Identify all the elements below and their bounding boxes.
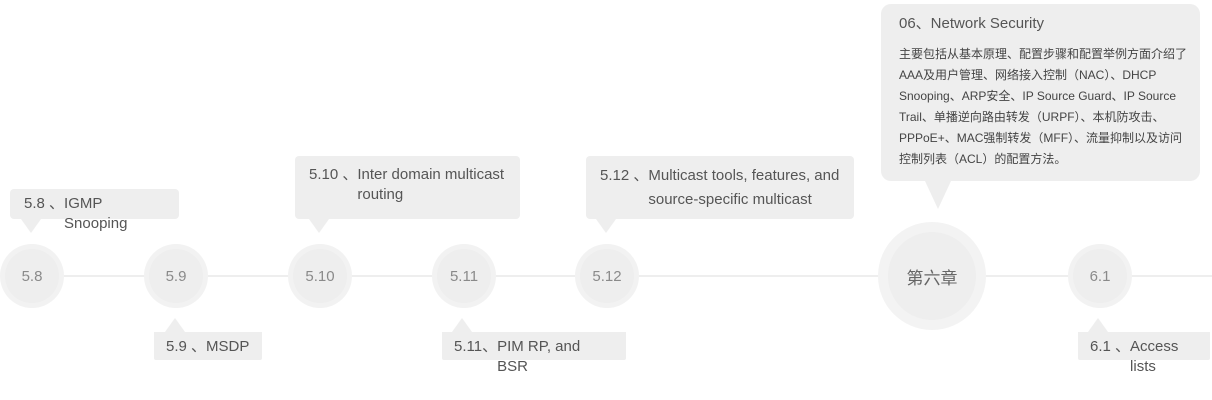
node-5-10-label: 5.10 xyxy=(293,249,347,303)
node-5-8[interactable]: 5.8 xyxy=(0,244,64,308)
label-5-10-num: 5.10 、 xyxy=(309,166,358,183)
label-card-5-12[interactable]: 5.12 、Multicast tools, features, and sou… xyxy=(586,156,854,219)
label-5-11-text: PIM RP, and BSR xyxy=(497,338,581,375)
node-5-8-label: 5.8 xyxy=(5,249,59,303)
label-5-12-text: Multicast tools, features, and source-sp… xyxy=(648,167,840,208)
node-5-11[interactable]: 5.11 xyxy=(432,244,496,308)
label-card-5-8[interactable]: 5.8 、IGMP Snooping xyxy=(10,189,179,232)
label-5-9-num: 5.9 、 xyxy=(166,338,207,355)
pointer-5-10 xyxy=(309,219,329,233)
label-card-5-11[interactable]: 5.11、PIM RP, and BSR xyxy=(442,332,626,375)
node-5-9-label: 5.9 xyxy=(149,249,203,303)
pointer-5-9 xyxy=(165,318,185,332)
node-chapter-6[interactable]: 第六章 xyxy=(878,222,986,330)
label-card-5-10[interactable]: 5.10 、Inter domain multicast routing xyxy=(295,156,520,219)
node-5-12-label: 5.12 xyxy=(580,249,634,303)
pointer-6-1 xyxy=(1088,318,1108,332)
label-5-8-num: 5.8 、 xyxy=(24,195,65,212)
pointer-5-8 xyxy=(21,219,41,233)
label-6-1-text: Access lists xyxy=(1130,338,1179,375)
chapter-6-title: 06、Network Security xyxy=(899,15,1045,32)
node-5-11-label: 5.11 xyxy=(437,249,491,303)
node-5-12[interactable]: 5.12 xyxy=(575,244,639,308)
node-5-9[interactable]: 5.9 xyxy=(144,244,208,308)
label-card-5-9[interactable]: 5.9 、MSDP xyxy=(154,332,262,360)
pointer-chapter-6 xyxy=(925,181,951,209)
node-6-1[interactable]: 6.1 xyxy=(1068,244,1132,308)
label-5-10-text: Inter domain multicast routing xyxy=(357,166,505,203)
chapter-6-card[interactable]: 06、Network Security 主要包括从基本原理、配置步骤和配置举例方… xyxy=(881,4,1200,181)
chapter-6-description: 主要包括从基本原理、配置步骤和配置举例方面介绍了AAA及用户管理、网络接入控制（… xyxy=(899,47,1188,166)
node-chapter-6-label: 第六章 xyxy=(888,232,976,320)
label-5-9-text: MSDP xyxy=(206,338,250,355)
label-5-8-text: IGMP Snooping xyxy=(64,195,128,232)
pointer-5-12 xyxy=(596,219,616,233)
pointer-5-11 xyxy=(452,318,472,332)
label-5-12-num: 5.12 、 xyxy=(600,167,649,184)
label-5-11-num: 5.11、 xyxy=(454,338,498,355)
node-5-10[interactable]: 5.10 xyxy=(288,244,352,308)
label-6-1-num: 6.1 、 xyxy=(1090,338,1131,355)
label-card-6-1[interactable]: 6.1 、Access lists xyxy=(1078,332,1210,375)
node-6-1-label: 6.1 xyxy=(1073,249,1127,303)
